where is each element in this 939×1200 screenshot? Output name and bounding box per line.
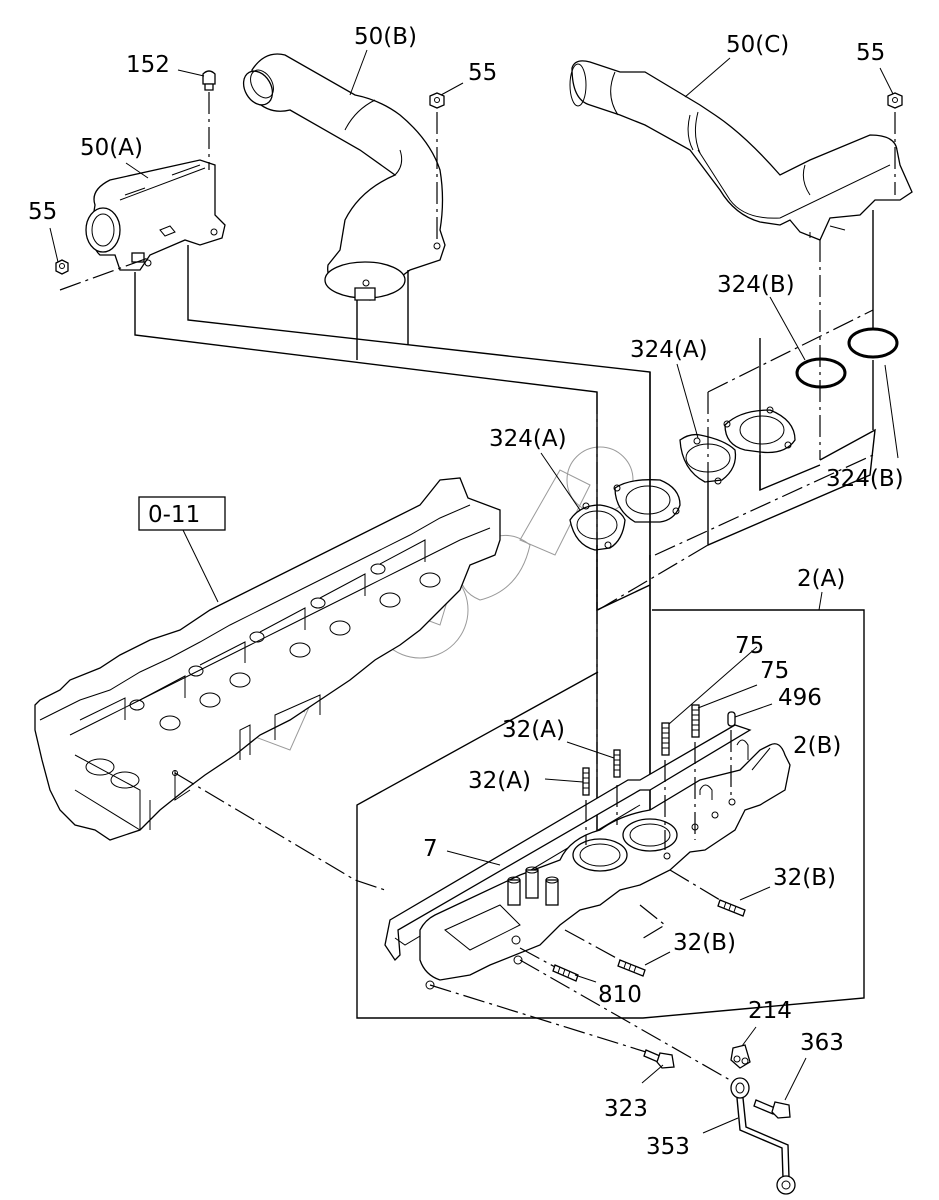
callout-323[interactable]: 323: [604, 1096, 648, 1122]
callout-32b-lower[interactable]: 32(B): [673, 930, 736, 956]
assembly-line-323: [429, 984, 647, 1053]
part-323-bolt[interactable]: [643, 1049, 675, 1069]
callout-7[interactable]: 7: [423, 836, 438, 862]
reference-box-label: 0-11: [148, 502, 200, 528]
assembly-line-32b-lower: [564, 904, 667, 961]
callout-labels: 152 50(B) 55 50(A) 55 50(C) 55 324(B) 32…: [28, 24, 904, 1160]
callout-50b[interactable]: 50(B): [354, 24, 417, 50]
part-32a-stud-2[interactable]: [613, 749, 621, 778]
callout-50c[interactable]: 50(C): [726, 32, 789, 58]
part-75-stud-2[interactable]: [691, 704, 700, 738]
callout-75-b[interactable]: 75: [760, 658, 789, 684]
callout-152[interactable]: 152: [126, 52, 170, 78]
callout-2a[interactable]: 2(A): [797, 566, 845, 592]
callout-55-right[interactable]: 55: [856, 40, 885, 66]
leader-2a: [818, 591, 823, 611]
part-55-nut-left[interactable]: [55, 259, 69, 275]
leader-lines: [49, 49, 899, 1134]
part-55-nut-right[interactable]: [887, 92, 903, 109]
part-363-eye-bolt[interactable]: [753, 1099, 791, 1119]
part-496-dowel-pin[interactable]: [727, 711, 736, 727]
part-324b-oring-right[interactable]: [847, 327, 899, 359]
part-152-plug[interactable]: [202, 70, 216, 91]
part-50a-water-outlet[interactable]: [85, 159, 226, 271]
part-7-gasket[interactable]: [384, 724, 752, 962]
part-810-stud[interactable]: [552, 964, 579, 982]
callout-55-middle[interactable]: 55: [468, 60, 497, 86]
callout-363[interactable]: 363: [800, 1030, 844, 1056]
callout-324b-top[interactable]: 324(B): [717, 272, 795, 298]
assembly-line-32b-upper: [669, 869, 721, 901]
callout-32b-upper[interactable]: 32(B): [773, 865, 836, 891]
callout-324a-upper[interactable]: 324(A): [630, 337, 708, 363]
callout-32a-upper[interactable]: 32(A): [502, 717, 565, 743]
callout-496[interactable]: 496: [778, 685, 822, 711]
assembly-line-810: [519, 947, 556, 968]
callout-50a[interactable]: 50(A): [80, 135, 143, 161]
callout-55-left[interactable]: 55: [28, 199, 57, 225]
assembly-bracket-2a: [356, 609, 865, 1019]
callout-353[interactable]: 353: [646, 1134, 690, 1160]
part-214-clip[interactable]: [730, 1044, 751, 1069]
assembly-line-head-to-manifold: [174, 772, 386, 891]
callout-324b-right[interactable]: 324(B): [826, 466, 904, 492]
part-32b-stud-lower[interactable]: [617, 959, 646, 977]
part-32a-stud-1[interactable]: [582, 767, 590, 796]
part-353-pipe[interactable]: [730, 1077, 796, 1195]
callout-2b[interactable]: 2(B): [793, 733, 841, 759]
part-324b-oring-left[interactable]: [795, 357, 847, 389]
callout-214[interactable]: 214: [748, 998, 792, 1024]
assembly-lines: [59, 210, 876, 850]
part-324a-gasket-2[interactable]: [613, 479, 681, 523]
reference-box-0-11[interactable]: 0-11: [138, 496, 226, 603]
part-cylinder-head[interactable]: [34, 477, 501, 841]
callout-324a-lower[interactable]: 324(A): [489, 426, 567, 452]
part-50c-water-outlet[interactable]: [569, 60, 913, 241]
part-2b-intake-manifold[interactable]: [419, 739, 791, 990]
assembly-line-353: [519, 959, 731, 1081]
part-55-nut-middle[interactable]: [429, 92, 445, 109]
part-32b-stud-upper[interactable]: [717, 899, 746, 917]
callout-32a-lower[interactable]: 32(A): [468, 768, 531, 794]
callout-810[interactable]: 810: [598, 982, 642, 1008]
callout-75-a[interactable]: 75: [735, 633, 764, 659]
part-50b-water-outlet[interactable]: [238, 53, 446, 301]
part-75-stud-1[interactable]: [661, 722, 670, 756]
